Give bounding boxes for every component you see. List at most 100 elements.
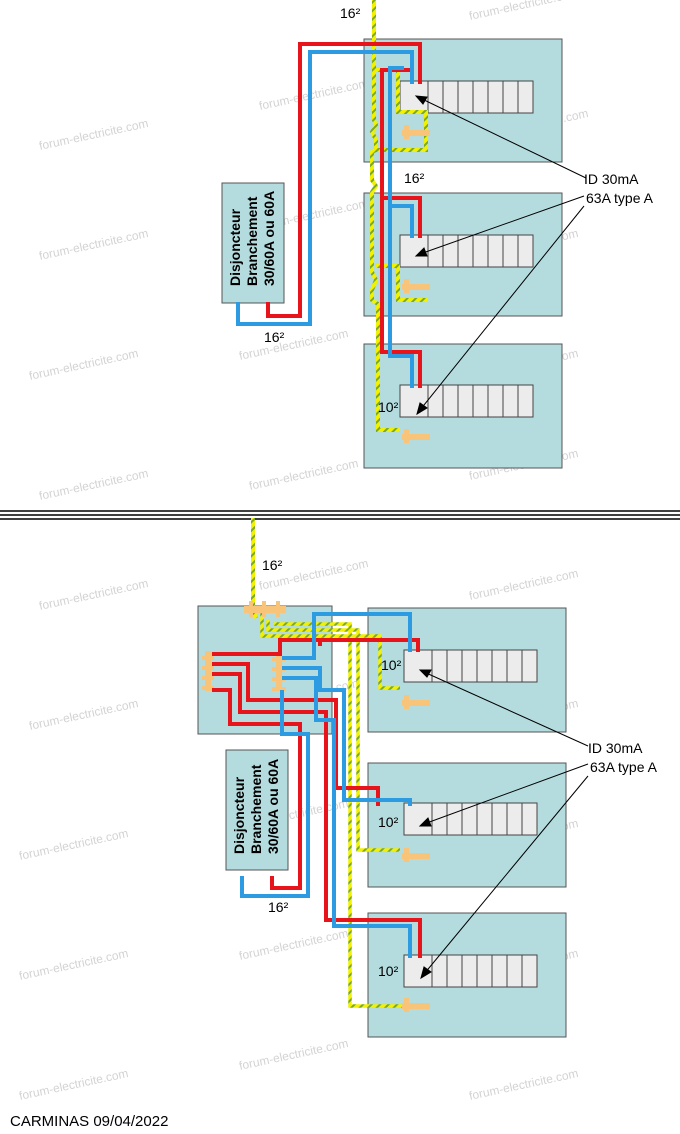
top-panel-2-breakers	[399, 234, 534, 268]
top-earth-wire-branch-2	[376, 264, 428, 302]
breaker-module	[472, 384, 489, 418]
bottom-panel-3-section-label: 10²	[378, 963, 399, 979]
breaker-module	[487, 80, 504, 114]
neutral-bar-icon	[272, 651, 286, 691]
rcd-module	[403, 649, 433, 683]
breaker-module	[431, 802, 448, 836]
breaker-module	[521, 649, 538, 683]
earth-bar-icon	[244, 601, 286, 617]
watermark-text: forum-electricite.com	[38, 576, 150, 613]
breaker-module	[431, 649, 448, 683]
breaker-module	[521, 802, 538, 836]
breaker-module	[427, 234, 444, 268]
top-rcd-label-line2: 63A type A	[586, 190, 654, 206]
breaker-module	[502, 80, 519, 114]
breaker-module	[502, 234, 519, 268]
phase-bar-icon	[202, 651, 214, 691]
breaker-module	[517, 80, 534, 114]
breaker-module	[442, 234, 459, 268]
breaker-module	[491, 802, 508, 836]
watermark-text: forum-electricite.com	[258, 76, 370, 113]
top-phase-wire-feed	[266, 42, 422, 318]
breaker-module	[487, 234, 504, 268]
earth-bar-icon	[402, 695, 430, 709]
breaker-module	[517, 384, 534, 418]
watermark-text: forum-electricite.com	[468, 566, 580, 603]
bottom-panel-1-section-label: 10²	[381, 657, 402, 673]
breaker-module	[476, 802, 493, 836]
bottom-main-breaker-box	[225, 749, 289, 871]
watermark-text: forum-electricite.com	[18, 946, 130, 983]
bottom-panel-2-section-label: 10²	[378, 814, 399, 830]
earth-bar-icon	[402, 279, 430, 293]
breaker-module	[476, 954, 493, 988]
bottom-rcd-arrows	[418, 669, 589, 980]
watermark-text: forum-electricite.com	[38, 466, 150, 503]
breaker-module	[431, 954, 448, 988]
top-neutral-wire-link	[388, 66, 414, 388]
breaker-module	[517, 234, 534, 268]
bottom-panel-2-breakers	[403, 802, 538, 836]
bottom-rcd-label-line1: ID 30mA	[588, 740, 643, 756]
bottom-earth-section-label: 16²	[262, 557, 283, 573]
earth-bar-icon	[402, 848, 430, 862]
breaker-module	[457, 384, 474, 418]
breaker-module	[521, 954, 538, 988]
breaker-module	[446, 802, 463, 836]
watermark-text: forum-electricite.com	[468, 0, 580, 23]
bottom-rcd-label-line2: 63A type A	[590, 759, 658, 775]
bottom-earth-wire-main	[251, 518, 258, 619]
watermark-text: forum-electricite.com	[238, 326, 350, 363]
watermark-text: forum-electricite.com	[238, 926, 350, 963]
breaker-module	[491, 649, 508, 683]
earth-bar-icon	[402, 998, 430, 1012]
earth-bar-icon	[402, 125, 430, 139]
rcd-module	[399, 384, 429, 418]
top-earth-wire	[369, 0, 400, 432]
top-feed-section-breaker-label: 16²	[264, 329, 285, 345]
top-last-panel-section-label: 10²	[378, 399, 399, 415]
top-panel-3-breakers	[399, 384, 534, 418]
watermark-text: forum-electricite.com	[248, 456, 360, 493]
author-credit: CARMINAS 09/04/2022	[10, 1113, 168, 1130]
breaker-module	[427, 384, 444, 418]
bottom-diagram: Disjoncteur Branchement 30/60A ou 60A	[197, 518, 658, 1038]
breaker-module	[502, 384, 519, 418]
top-main-breaker-label: Disjoncteur Branchement 30/60A ou 60A	[227, 191, 277, 286]
bottom-feed-section-label: 16²	[268, 899, 289, 915]
watermark-text: forum-electricite.com	[28, 696, 140, 733]
breaker-module	[446, 954, 463, 988]
breaker-module	[442, 384, 459, 418]
earth-bar-icon	[402, 429, 430, 443]
top-diagram: Disjoncteur Branchement 30/60A ou 60A 16…	[221, 0, 654, 469]
watermark-text: forum-electricite.com	[28, 346, 140, 383]
bottom-panel-1-breakers	[403, 649, 538, 683]
breaker-module	[476, 649, 493, 683]
section-divider	[0, 510, 680, 520]
breaker-module	[461, 954, 478, 988]
bottom-phase-wires	[212, 638, 422, 958]
breaker-module	[506, 954, 523, 988]
bottom-neutral-wires	[240, 612, 412, 958]
bottom-main-breaker-label: Disjoncteur Branchement 30/60A ou 60A	[231, 759, 281, 854]
breaker-module	[491, 954, 508, 988]
breaker-module	[506, 802, 523, 836]
watermark-text: forum-electricite.com	[238, 1036, 350, 1073]
top-main-breaker-box	[221, 182, 285, 304]
top-rcd-arrows	[414, 95, 587, 416]
breaker-module	[446, 649, 463, 683]
watermark-text: forum-electricite.com	[38, 226, 150, 263]
top-neutral-wire-feed	[236, 50, 414, 326]
watermark-text: forum-electricite.com	[468, 1066, 580, 1103]
breaker-module	[472, 234, 489, 268]
breaker-module	[442, 80, 459, 114]
breaker-module	[487, 384, 504, 418]
watermark-text: forum-electricite.com	[18, 1066, 130, 1103]
breaker-module	[472, 80, 489, 114]
top-feed-section-between-label: 16²	[404, 170, 425, 186]
breaker-module	[506, 649, 523, 683]
watermark-text: forum-electricite.com	[38, 116, 150, 153]
breaker-module	[457, 80, 474, 114]
watermark-text: forum-electricite.com	[18, 826, 130, 863]
